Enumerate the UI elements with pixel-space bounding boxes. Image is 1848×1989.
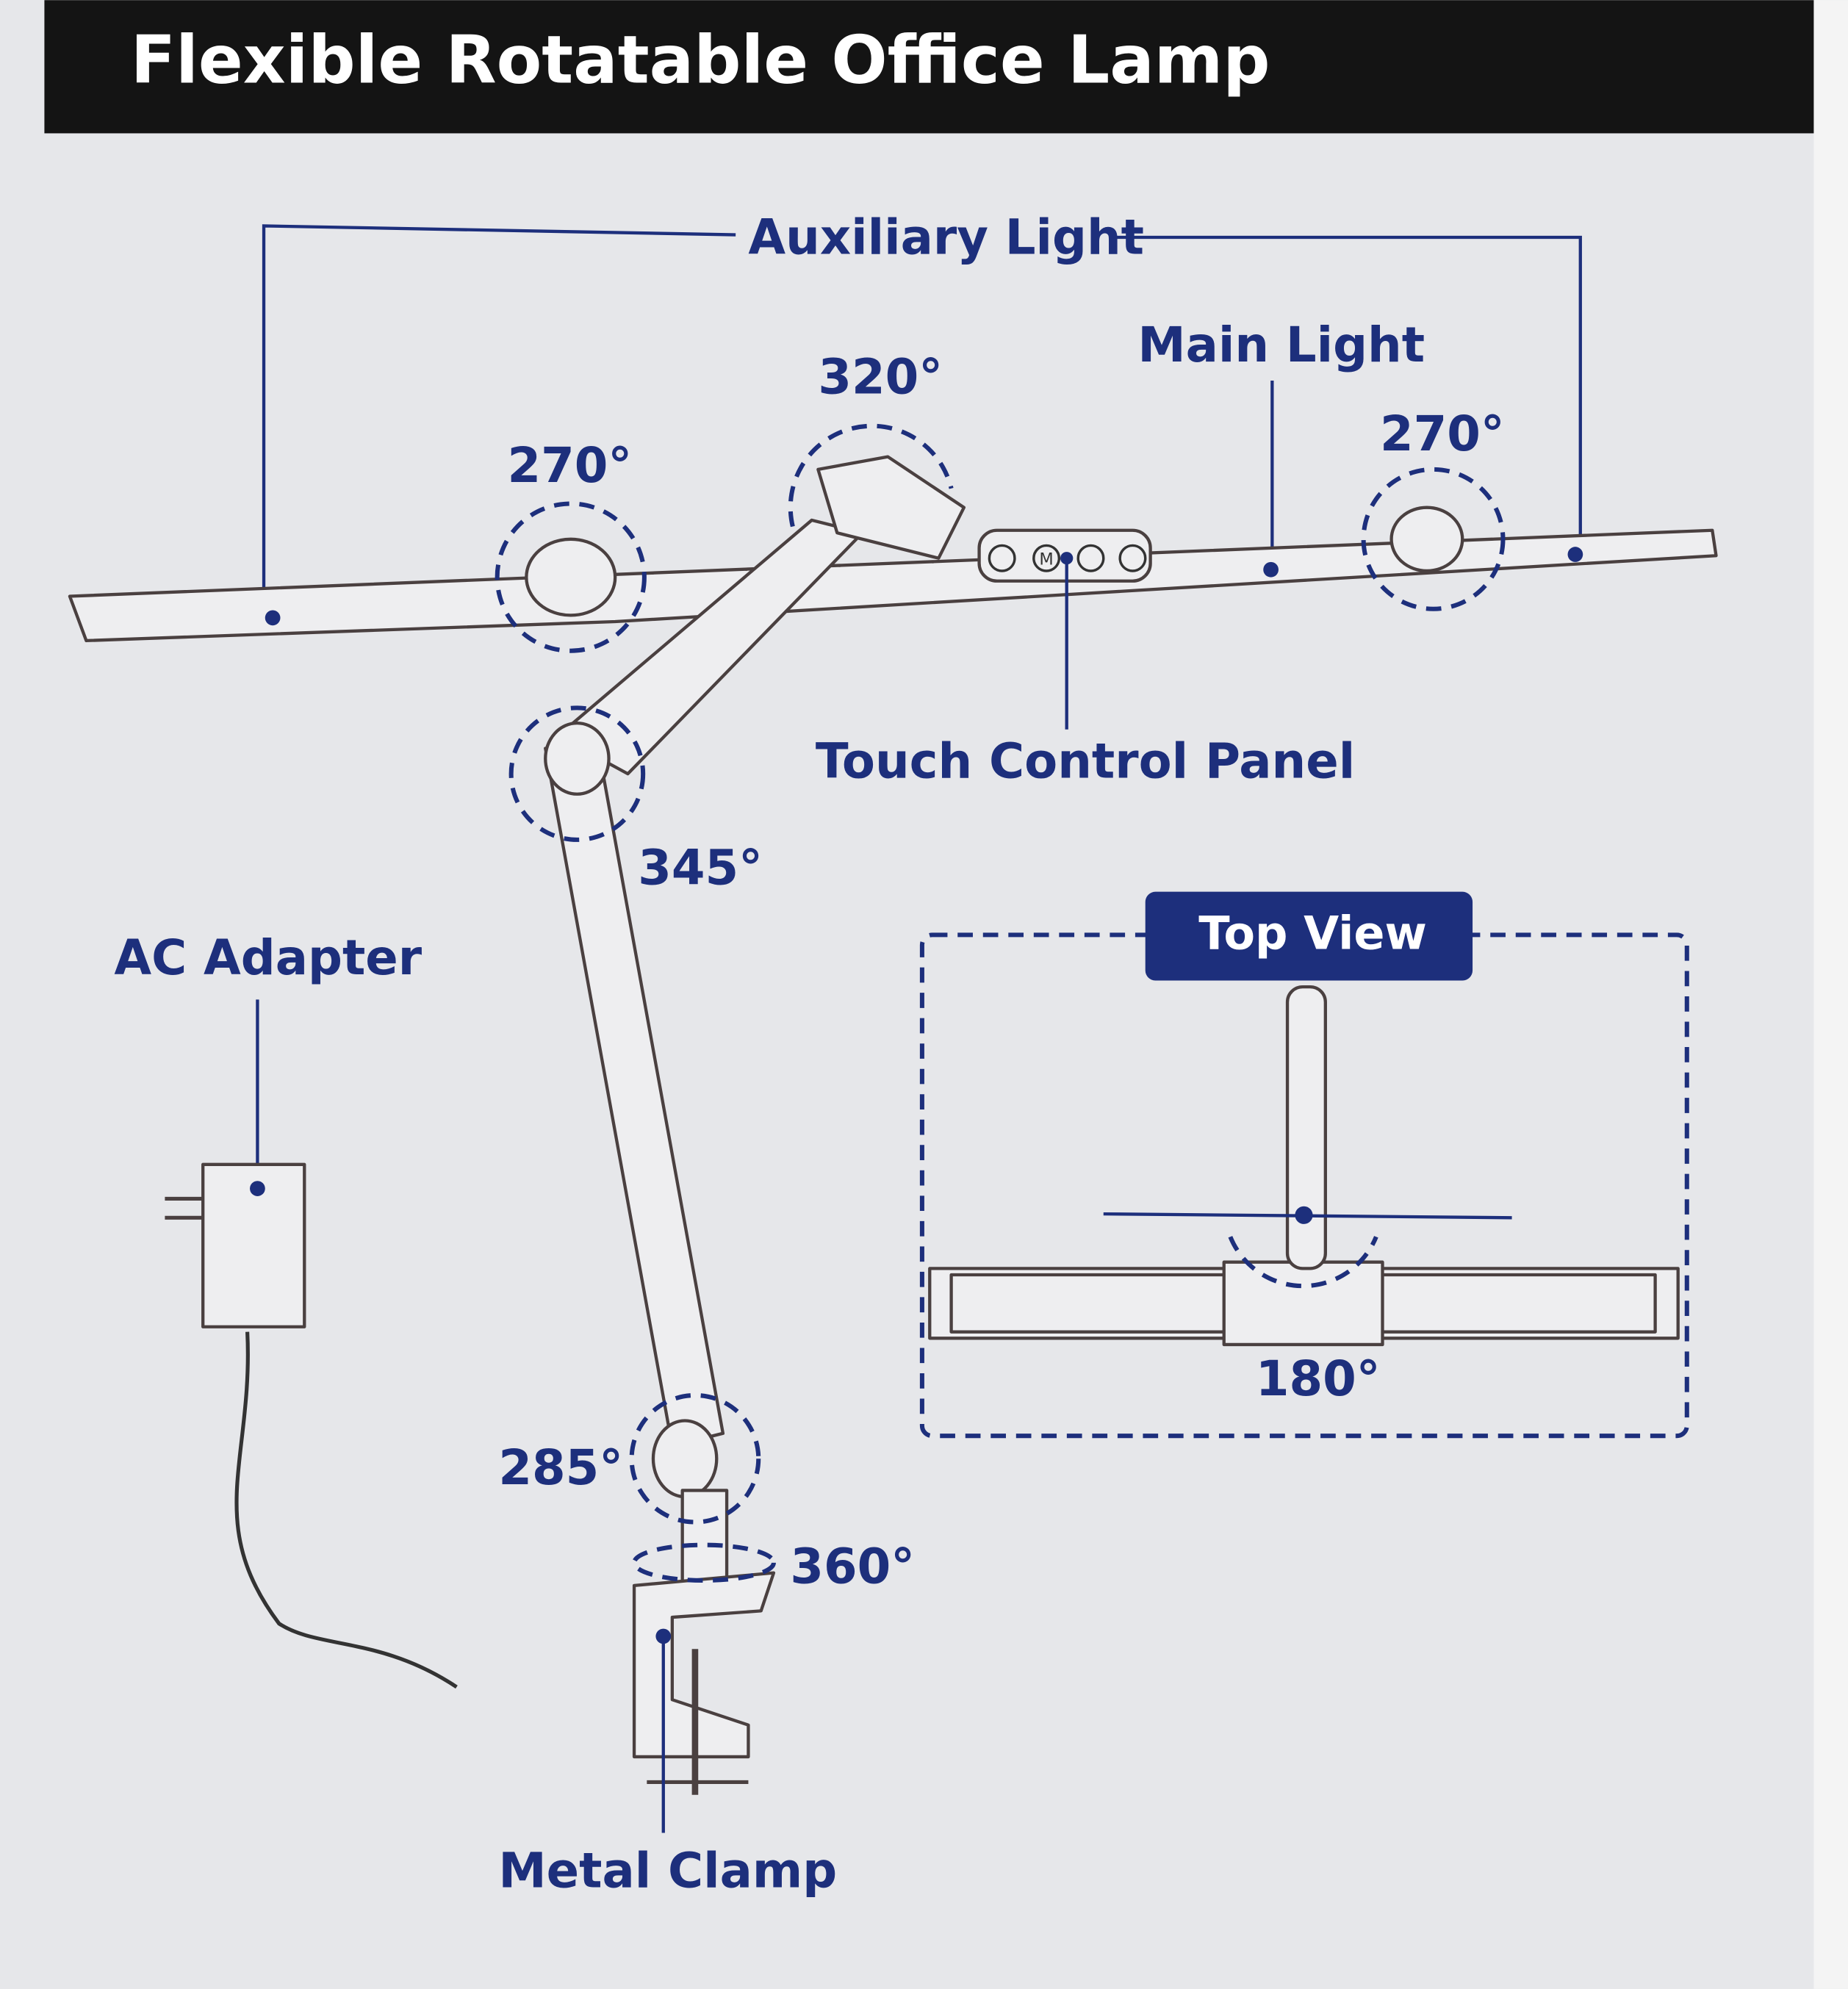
right-hinge: [1389, 506, 1464, 573]
aux-leader-right: [1110, 235, 1582, 555]
power-icon: [988, 544, 1016, 572]
label-top-view: Top View: [1198, 906, 1427, 960]
rotation-left-head: [495, 501, 647, 653]
angle-base-joint: 285°: [498, 1440, 623, 1496]
panel-buttons: M: [988, 544, 1147, 572]
label-ac-adapter: AC Adapter: [114, 930, 422, 986]
label-metal-clamp: Metal Clamp: [498, 1844, 837, 1899]
adapter-dot: [250, 1181, 265, 1196]
brightness-icon: [1076, 544, 1105, 572]
angle-right-head: 270°: [1380, 406, 1505, 462]
aux-leader-left: [262, 224, 736, 616]
head-mount: [816, 455, 966, 560]
label-auxiliary-light: Auxiliary Light: [748, 209, 1144, 265]
top-view-arm: [1285, 985, 1327, 1270]
adapter-cable: [234, 1331, 458, 1689]
label-main-light: Main Light: [1137, 317, 1425, 373]
top-view-badge: [1145, 891, 1473, 981]
title-bar: [44, 0, 1814, 134]
adapter-prongs: [165, 1196, 204, 1220]
base-post: [680, 1489, 729, 1588]
top-view-hub: [1222, 1260, 1384, 1347]
top-view-pivot-dot: [1295, 1206, 1313, 1224]
aux-left-dot: [265, 610, 281, 626]
angle-elbow: 345°: [638, 840, 763, 896]
rotation-elbow: [508, 705, 646, 842]
metal-clamp: [632, 1571, 776, 1759]
top-view-frame: [919, 932, 1689, 1439]
rotation-center-head: [788, 423, 954, 528]
base-joint: [651, 1419, 719, 1499]
mode-letter: M: [1039, 550, 1053, 569]
aux-right-dot: [1567, 547, 1583, 562]
angle-base-swivel: 360°: [790, 1539, 915, 1594]
rotation-right-head: [1361, 467, 1506, 611]
mode-icon: [1032, 544, 1061, 572]
page-title: Flexible Rotatable Office Lamp: [131, 22, 1270, 98]
page-edge: [1813, 0, 1848, 1989]
main-light-dot: [1263, 561, 1279, 578]
left-hinge: [525, 537, 617, 617]
rotation-top-view: [1228, 1236, 1378, 1289]
angle-center-head: 320°: [818, 349, 943, 405]
rotation-base-joint: [629, 1392, 761, 1525]
angle-left-head: 270°: [507, 438, 632, 494]
angle-top-view: 180°: [1256, 1351, 1381, 1407]
label-touch-control-panel: Touch Control Panel: [816, 733, 1355, 789]
rotation-base-swivel: [632, 1542, 776, 1583]
panel-dot: [1060, 552, 1074, 565]
power-icon-2: [1118, 544, 1147, 572]
clamp-dot: [655, 1628, 672, 1644]
elbow-joint: [544, 721, 611, 796]
